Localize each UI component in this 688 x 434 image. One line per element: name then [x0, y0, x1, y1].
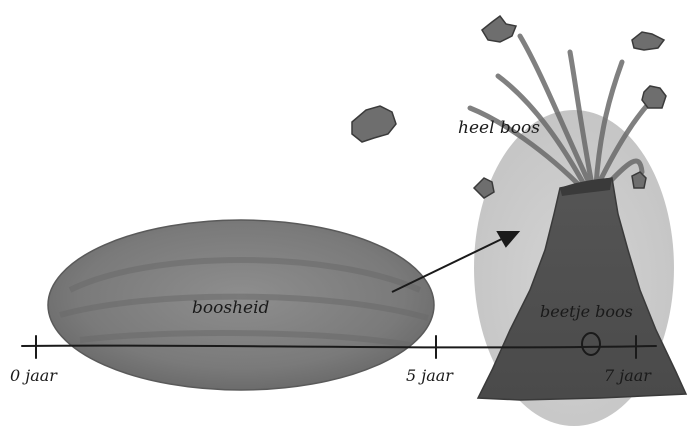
bit-angry-label: beetje boos	[540, 302, 633, 321]
timeline-middle-label: 5 jaar	[406, 366, 453, 385]
very-angry-label: heel boos	[458, 118, 540, 138]
timeline-end-label: 7 jaar	[604, 366, 651, 385]
anger-label: boosheid	[192, 298, 269, 318]
timeline-start-label: 0 jaar	[10, 366, 57, 385]
